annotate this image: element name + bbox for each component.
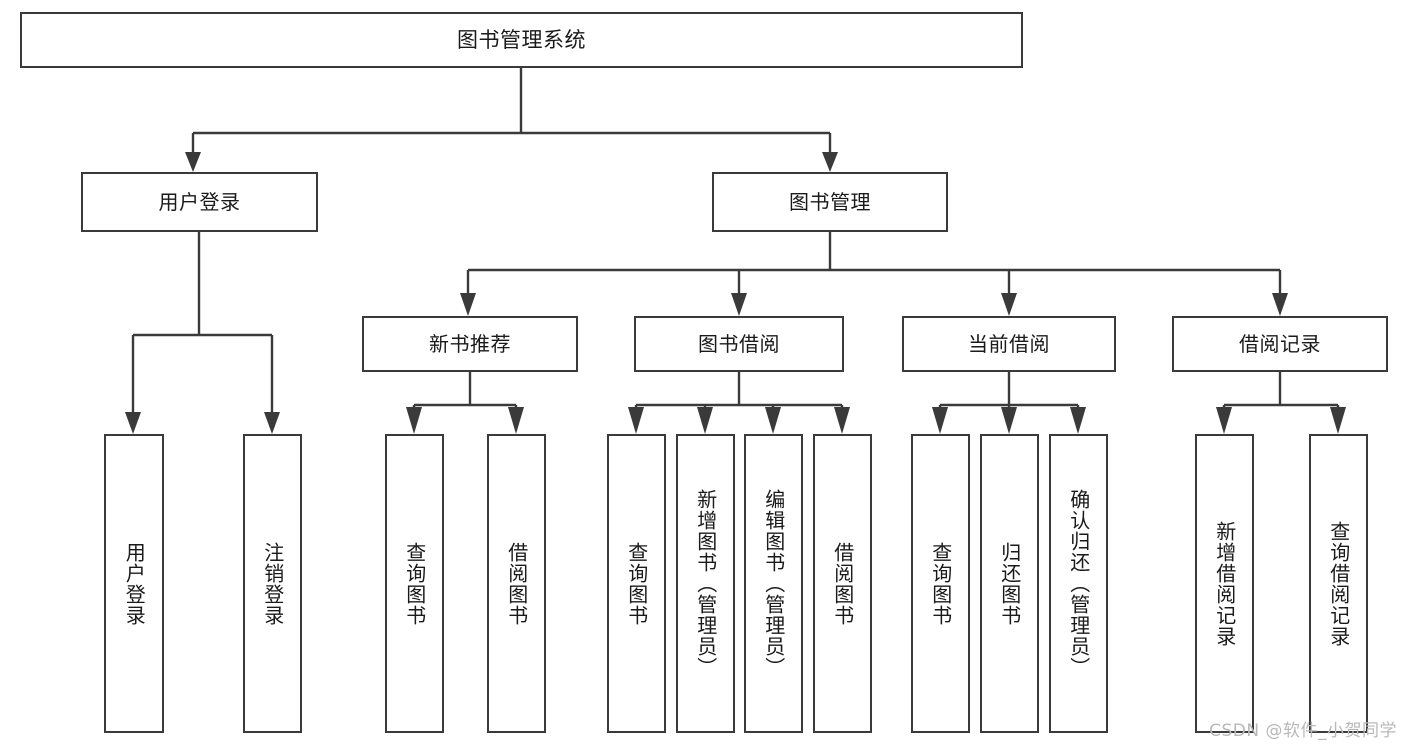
- node-leaf-borrow-book-2[interactable]: 借阅图书: [813, 434, 872, 733]
- arrow-root-to-user-login: [185, 152, 201, 172]
- arrow-book-borrow-leaf-2: [697, 407, 713, 434]
- node-book-manage-label: 图书管理: [789, 189, 871, 214]
- node-leaf-add-record[interactable]: 新增借阅记录: [1195, 434, 1254, 733]
- arrow-book-borrow-leaf-4: [834, 407, 850, 434]
- node-current-borrow[interactable]: 当前借阅: [902, 316, 1116, 372]
- arrow-current-borrow-leaf-1: [932, 407, 948, 434]
- node-book-borrow-label: 图书借阅: [698, 331, 780, 356]
- node-user-login[interactable]: 用户登录: [81, 172, 318, 232]
- node-root-system[interactable]: 图书管理系统: [20, 12, 1023, 68]
- node-leaf-logout-login-label: 注销登录: [260, 541, 285, 626]
- node-leaf-return-book-label: 归还图书: [997, 541, 1022, 626]
- arrow-new-book-leaf-1: [406, 407, 422, 434]
- node-borrow-record-label: 借阅记录: [1239, 331, 1321, 356]
- arrow-book-borrow-leaf-1: [628, 407, 644, 434]
- csdn-watermark: CSDN @软件_小贺同学: [1209, 721, 1397, 741]
- node-leaf-user-login[interactable]: 用户登录: [104, 434, 164, 733]
- node-leaf-borrow-book-1-label: 借阅图书: [504, 541, 529, 626]
- arrow-user-login-leaf-1: [125, 412, 141, 434]
- node-leaf-user-login-label: 用户登录: [122, 541, 147, 626]
- arrow-user-login-leaf-2: [264, 412, 280, 434]
- arrow-borrow-record-leaf-1: [1216, 407, 1232, 434]
- node-book-borrow[interactable]: 图书借阅: [634, 316, 844, 372]
- node-root-system-label: 图书管理系统: [457, 27, 586, 52]
- node-user-login-label: 用户登录: [158, 189, 241, 214]
- node-leaf-return-book[interactable]: 归还图书: [980, 434, 1039, 733]
- arrow-new-book-leaf-2: [508, 407, 524, 434]
- node-leaf-borrow-book-1[interactable]: 借阅图书: [487, 434, 546, 733]
- node-new-book-recommend[interactable]: 新书推荐: [362, 316, 578, 372]
- node-leaf-confirm-return[interactable]: 确认归还（管理员）: [1049, 434, 1108, 733]
- arrow-book-manage-to-borrow-record: [1272, 293, 1288, 316]
- node-new-book-recommend-label: 新书推荐: [429, 331, 511, 356]
- node-book-manage[interactable]: 图书管理: [712, 172, 948, 232]
- node-leaf-edit-book[interactable]: 编辑图书（管理员）: [744, 434, 803, 733]
- node-leaf-query-book-3[interactable]: 查询图书: [911, 434, 970, 733]
- node-leaf-add-book-label: 新增图书（管理员）: [693, 489, 718, 678]
- arrow-book-manage-to-new-book: [460, 293, 476, 316]
- arrow-book-borrow-leaf-3: [765, 407, 781, 434]
- node-leaf-borrow-book-2-label: 借阅图书: [830, 541, 855, 626]
- node-leaf-logout-login[interactable]: 注销登录: [243, 434, 302, 733]
- arrow-borrow-record-leaf-2: [1330, 407, 1346, 434]
- node-leaf-add-book[interactable]: 新增图书（管理员）: [676, 434, 735, 733]
- node-leaf-edit-book-label: 编辑图书（管理员）: [761, 489, 786, 678]
- node-leaf-confirm-return-label: 确认归还（管理员）: [1066, 489, 1091, 678]
- arrow-current-borrow-leaf-3: [1070, 407, 1086, 434]
- node-leaf-query-book-2[interactable]: 查询图书: [607, 434, 666, 733]
- arrow-book-manage-to-book-borrow: [731, 293, 747, 316]
- node-leaf-query-record-label: 查询借阅记录: [1326, 520, 1351, 647]
- arrow-root-to-book-manage: [822, 152, 838, 172]
- node-leaf-query-book-3-label: 查询图书: [928, 541, 953, 626]
- node-leaf-query-record[interactable]: 查询借阅记录: [1309, 434, 1368, 733]
- node-leaf-add-record-label: 新增借阅记录: [1212, 520, 1237, 647]
- node-leaf-query-book-1-label: 查询图书: [402, 541, 427, 626]
- arrow-current-borrow-leaf-2: [1001, 407, 1017, 434]
- node-leaf-query-book-1[interactable]: 查询图书: [385, 434, 444, 733]
- node-borrow-record[interactable]: 借阅记录: [1172, 316, 1388, 372]
- node-current-borrow-label: 当前借阅: [968, 331, 1050, 356]
- arrow-book-manage-to-current-borrow: [1001, 293, 1017, 316]
- node-leaf-query-book-2-label: 查询图书: [624, 541, 649, 626]
